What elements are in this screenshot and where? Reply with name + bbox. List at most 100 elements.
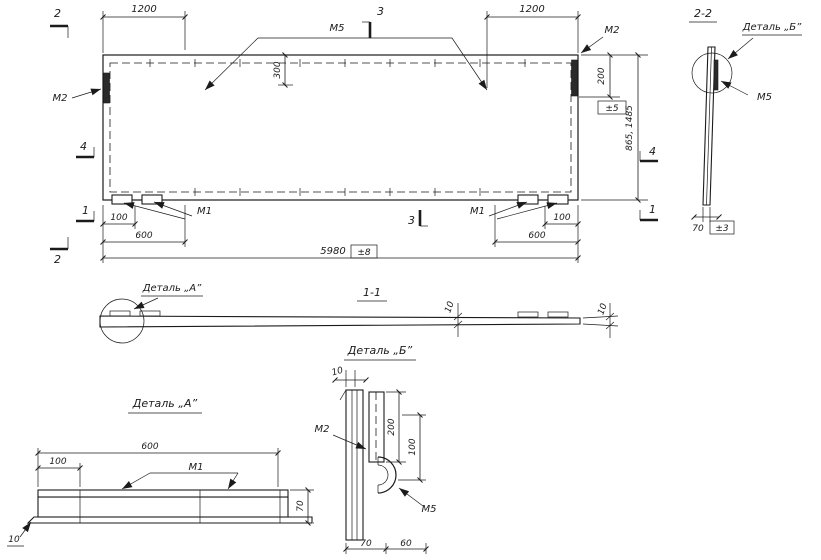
- section-mark-4-right: 4: [639, 145, 658, 163]
- weld-mark-m1-left: М1: [197, 206, 212, 217]
- dim-200-detail-b: 200: [386, 389, 406, 465]
- dim-label-60-detail-b: 60: [400, 539, 412, 549]
- weld-mark-m2-left: М2: [53, 93, 68, 104]
- dim-10-detail-a: 10: [7, 521, 32, 547]
- section-mark-2-top: 2: [50, 7, 69, 38]
- section-mark-1-right: 1: [639, 203, 658, 222]
- weld-mark-m5-section22: М5: [757, 92, 772, 103]
- dim-10-mid: 10: [443, 300, 463, 337]
- dim-bottom-right: 100 600: [492, 205, 581, 263]
- section-label-2-bottom: 2: [54, 253, 61, 266]
- left-edge-tab: [103, 72, 110, 104]
- weld-callout-m5-section22: М5: [720, 80, 772, 103]
- dim-label-1200-left: 1200: [131, 4, 156, 15]
- section-label-1-left: 1: [82, 204, 89, 217]
- section-2-2-bar: [702, 46, 719, 206]
- weld-callout-m5: М5: [204, 23, 488, 91]
- weld-mark-m1-detail-a: М1: [189, 462, 204, 473]
- dim-bottom-detail-b: 70 60: [343, 539, 429, 554]
- weld-callout-m1-right: М1: [470, 201, 558, 220]
- section-label-3-top: 3: [377, 5, 384, 18]
- section-1-1-view: 1-1 Деталь „А” 10 10: [99, 283, 619, 344]
- weld-callout-m1-left: М1: [123, 201, 212, 220]
- section-mark-3-bottom: 3: [408, 210, 428, 227]
- detail-a-view: Деталь „А” 600 100 М1: [7, 397, 314, 547]
- weld-callout-m2-left: М2: [53, 88, 102, 104]
- weld-mark-m5: М5: [330, 23, 345, 34]
- dim-label-10-mid: 10: [443, 300, 456, 314]
- section-label-1-right: 1: [649, 203, 656, 216]
- dim-top-left-1200: 1200: [100, 4, 188, 53]
- dim-70-section22: 70 ±3: [691, 207, 735, 235]
- dim-label-5980: 5980: [320, 246, 345, 257]
- detail-a-circle: [99, 298, 145, 344]
- dim-label-100-detail-a: 100: [49, 457, 66, 467]
- main-view: 1200 1200 М5 3 3 2: [50, 4, 658, 266]
- dim-label-100-right: 100: [553, 213, 570, 223]
- dim-label-1200-right: 1200: [519, 4, 544, 15]
- detail-b-callout-label: Деталь „Б”: [742, 22, 802, 33]
- dim-top-right-1200: 1200: [484, 4, 581, 88]
- detail-a-callout-label: Деталь „А”: [142, 283, 202, 294]
- dim-label-600-left: 600: [135, 231, 152, 241]
- tolerance-label-section22: ±3: [715, 224, 729, 234]
- detail-a-callout: Деталь „А”: [133, 283, 203, 310]
- weld-mark-m2-top: М2: [605, 25, 620, 36]
- detail-b-circle: [691, 52, 733, 94]
- dim-100-detail-b: 100: [398, 412, 426, 483]
- dim-label-200-detail-b: 200: [387, 418, 397, 435]
- tolerance-box-right: ±5: [597, 100, 627, 115]
- dim-label-300: 300: [273, 61, 283, 78]
- dim-right-height: 865, 1485: [581, 52, 648, 203]
- dim-label-600-right: 600: [528, 231, 545, 241]
- detail-a-body: [26, 489, 313, 524]
- bottom-cleats: [111, 194, 569, 205]
- weld-callout-m1-detail-a: М1: [121, 462, 239, 490]
- dim-bottom-left: 100 600: [100, 205, 188, 263]
- section-label-4-right: 4: [649, 145, 656, 158]
- section-1-1-title: 1-1: [363, 286, 381, 299]
- right-edge-tab: [571, 59, 578, 97]
- section-2-2-title: 2-2: [694, 7, 712, 20]
- weld-callout-m5-detail-b: М5: [398, 487, 437, 515]
- dim-label-100-detail-b: 100: [408, 438, 418, 455]
- section-label-4-left: 4: [80, 140, 87, 153]
- section-mark-1-left: 1: [76, 204, 95, 223]
- dim-label-70-detail-b: 70: [360, 539, 372, 549]
- dim-300: 300: [273, 52, 293, 88]
- dim-label-70-detail-a: 70: [296, 500, 306, 512]
- dim-label-10-detail-b: 10: [331, 366, 345, 379]
- dim-label-10-right: 10: [596, 302, 609, 316]
- detail-b-title: Деталь „Б”: [347, 344, 413, 357]
- weld-callout-m2-detail-b: М2: [315, 424, 367, 450]
- weld-callout-m2-top: М2: [580, 25, 620, 54]
- section-mark-2-bottom: 2: [50, 237, 69, 266]
- detail-b-view: Деталь „Б” 10 200: [315, 344, 437, 554]
- panel-outline: [102, 54, 579, 201]
- dim-600-detail-a: 600: [35, 442, 281, 487]
- dim-10-right: 10: [582, 302, 619, 338]
- dim-label-200: 200: [597, 67, 607, 84]
- weld-mark-m5-detail-b: М5: [422, 504, 437, 515]
- section-mark-4-left: 4: [76, 140, 95, 159]
- tolerance-label-overall: ±8: [357, 248, 371, 258]
- weld-mark-m1-right: М1: [470, 206, 485, 217]
- tolerance-label-right: ±5: [605, 104, 619, 114]
- dim-label-height: 865, 1485: [625, 105, 635, 151]
- section-1-1-strip: [99, 310, 581, 328]
- dim-100-detail-a: 100: [35, 457, 83, 487]
- section-label-3-bottom: 3: [408, 214, 415, 227]
- detail-a-title: Деталь „А”: [132, 397, 198, 410]
- dim-label-600-detail-a: 600: [141, 442, 158, 452]
- dim-70-detail-a: 70: [290, 487, 314, 526]
- dim-overall-5980: 5980 ±8: [100, 244, 581, 261]
- section-label-2-top: 2: [54, 7, 61, 20]
- section-2-2-view: 2-2 Деталь „Б” М5 70 ±3: [689, 7, 802, 235]
- dim-label-10-detail-a: 10: [8, 535, 20, 545]
- dim-label-70-section22: 70: [692, 224, 704, 234]
- weld-mark-m2-detail-b: М2: [315, 424, 330, 435]
- dim-label-100-left: 100: [110, 213, 127, 223]
- section-mark-3-top: 3: [362, 5, 384, 38]
